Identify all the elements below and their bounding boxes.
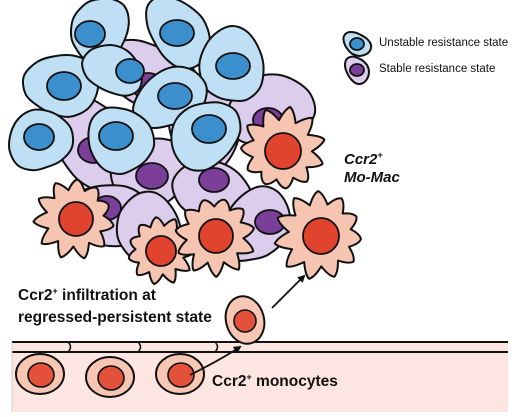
macrophage xyxy=(273,190,362,280)
cell-nucleus xyxy=(215,52,251,80)
macrophage xyxy=(32,178,115,260)
cell-nucleus xyxy=(159,19,195,47)
cell-nucleus xyxy=(198,167,230,193)
cell-nucleus xyxy=(349,63,365,77)
monocytes-label-rest: monocytes xyxy=(251,373,338,390)
monocytes-label-sup: + xyxy=(246,372,252,382)
infiltration-arrow xyxy=(271,274,306,309)
vessel-cell-junction xyxy=(214,341,219,353)
infiltration-label-rest: infiltration at xyxy=(57,287,156,304)
macrophage-nucleus xyxy=(58,201,94,237)
vessel-cell-junction xyxy=(67,341,72,353)
infiltration-label-sup: + xyxy=(52,286,58,296)
unstable-tumor-cell xyxy=(8,108,75,172)
monocyte-nucleus xyxy=(27,362,55,388)
macrophage-nucleus xyxy=(145,235,177,267)
unstable-tumor-cell xyxy=(198,24,265,102)
extravasating-monocyte xyxy=(224,295,266,345)
momac-label-line2: Mo-Mac xyxy=(344,169,400,186)
momac-label-base: Ccr2 xyxy=(344,151,378,168)
cell-nucleus xyxy=(157,82,193,110)
macrophage-nucleus xyxy=(264,132,302,170)
infiltration-label-base: Ccr2 xyxy=(18,287,53,304)
monocyte xyxy=(15,353,65,395)
extravasation-arrow xyxy=(189,345,242,376)
monocyte-nucleus xyxy=(167,362,195,388)
cell-nucleus xyxy=(98,121,134,151)
vessel-cell-junction xyxy=(137,341,142,353)
unstable-tumor-cell xyxy=(81,43,145,97)
unstable-tumor-cell xyxy=(342,30,373,57)
infiltration-label: Ccr2+ infiltration at regressed-persiste… xyxy=(18,285,212,329)
cell-nucleus xyxy=(115,58,145,84)
macrophage-nucleus xyxy=(198,218,234,254)
macrophage-nucleus xyxy=(302,217,340,255)
unstable-tumor-cell xyxy=(170,101,242,172)
momac-label: Ccr2+ Mo-Mac xyxy=(344,151,400,187)
cell-nucleus xyxy=(74,20,106,48)
monocytes-label: Ccr2+ monocytes xyxy=(212,371,338,393)
monocyte-nucleus xyxy=(97,365,125,391)
macrophage xyxy=(174,198,255,278)
cell-nucleus xyxy=(46,71,82,101)
cell-nucleus xyxy=(135,162,169,190)
cell-nucleus xyxy=(23,123,55,151)
monocytes-label-base: Ccr2 xyxy=(212,373,247,390)
momac-label-sup: + xyxy=(377,150,383,160)
legend-stable-label: Stable resistance state xyxy=(379,63,496,75)
monocyte xyxy=(85,356,135,398)
unstable-tumor-cell xyxy=(87,106,156,176)
macrophage xyxy=(240,105,326,190)
infiltration-label-line2: regressed-persistent state xyxy=(18,309,212,326)
cell-nucleus xyxy=(191,114,227,144)
legend-unstable-label: Unstable resistance state xyxy=(379,37,509,49)
cell-nucleus xyxy=(349,37,365,51)
stable-tumor-cell xyxy=(344,55,370,85)
monocyte xyxy=(155,353,205,395)
monocyte-nucleus xyxy=(233,309,257,333)
